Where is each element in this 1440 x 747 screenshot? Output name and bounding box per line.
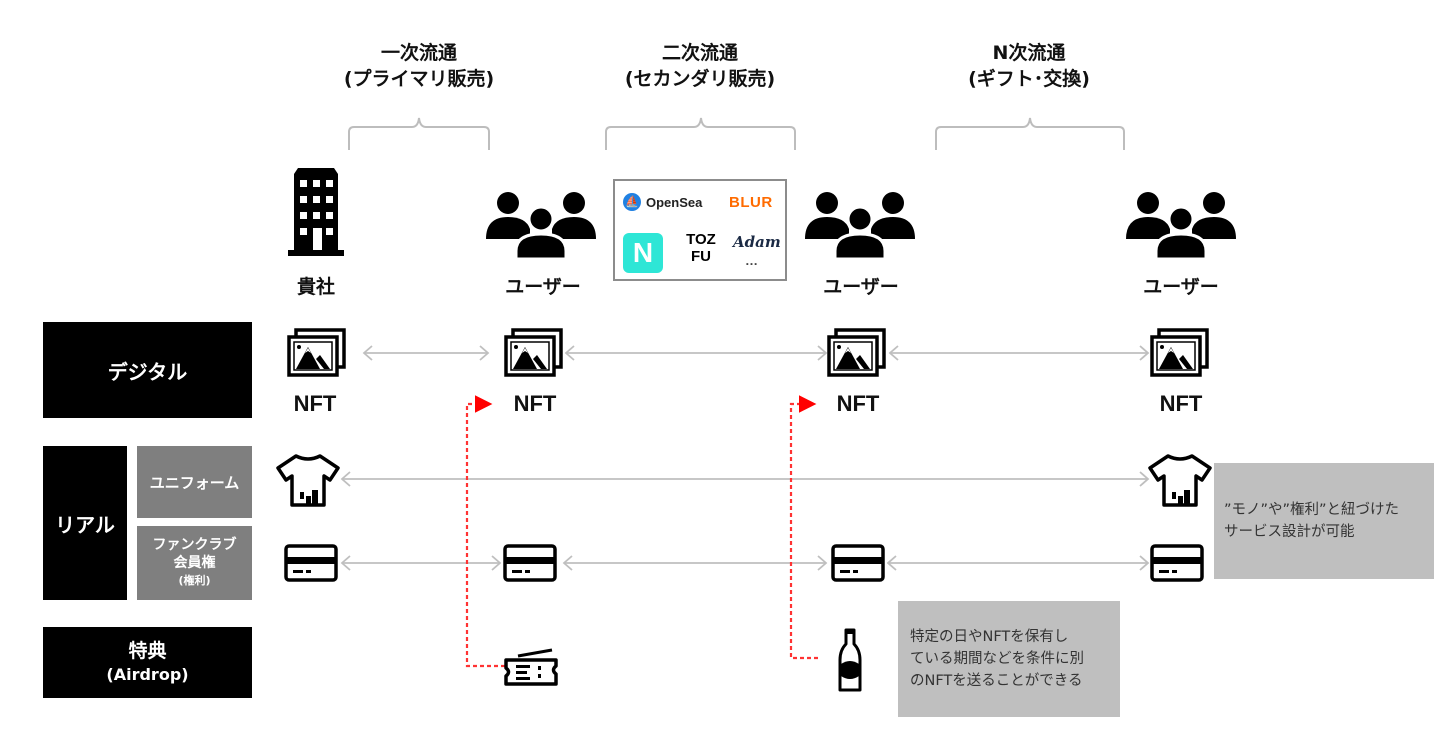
nft-image-icon	[827, 328, 886, 377]
note-service-design: ”モノ”や”権利”と紐づけた サービス設計が可能	[1214, 463, 1434, 579]
membership-card-icon	[831, 544, 885, 582]
more-marketplaces: …	[745, 253, 758, 268]
nft-label-user-2: NFT	[836, 391, 880, 416]
phase-primary-name: 一次流通	[380, 42, 457, 64]
phase-secondary-name: 二次流通	[661, 42, 738, 64]
nft-image-icon	[504, 328, 563, 377]
membership-arrow-1	[340, 555, 502, 571]
nft-label-company: NFT	[293, 391, 337, 416]
phase-secondary-title: 二次流通 (セカンダリ販売)	[590, 40, 810, 92]
opensea-logo: ⛵ OpenSea	[623, 193, 702, 211]
membership-card-icon	[284, 544, 338, 582]
membership-arrow-2	[562, 555, 828, 571]
membership-card-icon	[1150, 544, 1204, 582]
phase-n-subtitle: (ギフト･交換)	[968, 68, 1090, 90]
nft-label-user-1: NFT	[513, 391, 557, 416]
bracket-primary	[348, 117, 490, 150]
phase-primary-title: 一次流通 (プライマリ販売)	[309, 40, 529, 92]
blur-logo: BLUR	[729, 194, 773, 211]
nft-label-user-3: NFT	[1159, 391, 1203, 416]
actor-label-user-2: ユーザー	[823, 276, 899, 298]
phase-n-title: N次流通 (ギフト･交換)	[919, 40, 1139, 92]
phase-primary-subtitle: (プライマリ販売)	[343, 68, 495, 90]
bottle-icon	[838, 628, 862, 692]
users-icon	[486, 192, 596, 259]
row-label-real: リアル	[43, 446, 127, 600]
phase-n-name: N次流通	[992, 42, 1066, 64]
ticket-icon	[504, 648, 558, 686]
nft-image-icon	[1150, 328, 1209, 377]
uniform-arrow	[340, 471, 1150, 487]
note-airdrop-conditions: 特定の日やNFTを保有し ている期間などを条件に別 のNFTを送ることができる	[898, 601, 1120, 717]
phase-secondary-subtitle: (セカンダリ販売)	[624, 68, 776, 90]
nft-arrow-2	[564, 345, 828, 361]
bracket-n	[935, 117, 1125, 150]
opensea-icon: ⛵	[623, 193, 641, 211]
actor-label-user-1: ユーザー	[505, 276, 581, 298]
actor-label-user-3: ユーザー	[1143, 276, 1219, 298]
nft-arrow-1	[362, 345, 490, 361]
users-icon	[805, 192, 915, 259]
building-icon	[288, 168, 344, 256]
sub-label-uniform: ユニフォーム	[137, 446, 252, 518]
n-logo: N	[623, 233, 663, 273]
actor-label-company: 貴社	[296, 276, 335, 298]
nft-image-icon	[287, 328, 346, 377]
tshirt-icon	[1148, 454, 1212, 507]
membership-arrow-3	[886, 555, 1150, 571]
adam-logo: Adam	[733, 233, 781, 251]
membership-card-icon	[503, 544, 557, 582]
nft-arrow-3	[888, 345, 1150, 361]
airdrop-path-1	[465, 395, 505, 668]
users-icon	[1126, 192, 1236, 259]
airdrop-path-2	[789, 395, 818, 660]
bracket-secondary	[605, 117, 796, 150]
sub-label-fanclub: ファンクラブ 会員権 (権利)	[137, 526, 252, 600]
row-label-digital: デジタル	[43, 322, 252, 418]
row-label-perk: 特典 (Airdrop)	[43, 627, 252, 698]
tshirt-icon	[276, 454, 340, 507]
